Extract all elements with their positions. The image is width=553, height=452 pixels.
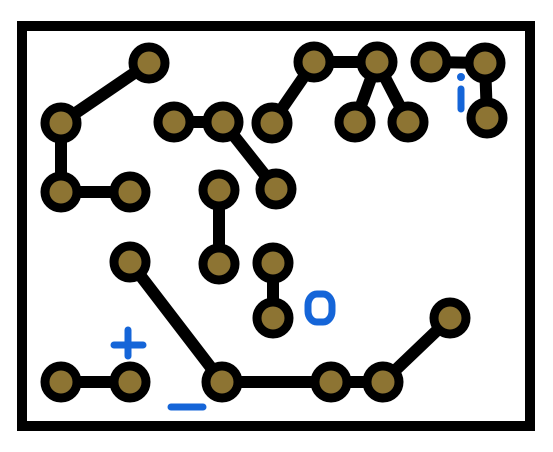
- trace: [124, 256, 228, 388]
- pad: [252, 242, 294, 284]
- pad: [362, 361, 404, 403]
- pad: [410, 41, 452, 83]
- pad: [198, 243, 240, 285]
- board-outline: [17, 21, 535, 431]
- pads: [40, 41, 508, 403]
- pad: [198, 169, 240, 211]
- pad: [356, 41, 398, 83]
- pad: [464, 42, 506, 84]
- pad: [429, 297, 471, 339]
- pad: [251, 102, 293, 144]
- pad: [40, 171, 82, 213]
- pad: [255, 168, 297, 210]
- pad: [202, 101, 244, 143]
- pad: [40, 361, 82, 403]
- pad: [201, 361, 243, 403]
- pad: [252, 297, 294, 339]
- pad: [310, 361, 352, 403]
- pad: [334, 101, 376, 143]
- pad: [466, 97, 508, 139]
- pad: [153, 101, 195, 143]
- plus-marker: +: [110, 326, 147, 360]
- pad: [40, 102, 82, 144]
- pad: [387, 101, 429, 143]
- input-marker: i: [457, 73, 465, 113]
- output-marker: o: [304, 290, 336, 326]
- pad: [109, 171, 151, 213]
- pad: [109, 361, 151, 403]
- pad: [293, 41, 335, 83]
- pad: [109, 241, 151, 283]
- pad: [128, 42, 170, 84]
